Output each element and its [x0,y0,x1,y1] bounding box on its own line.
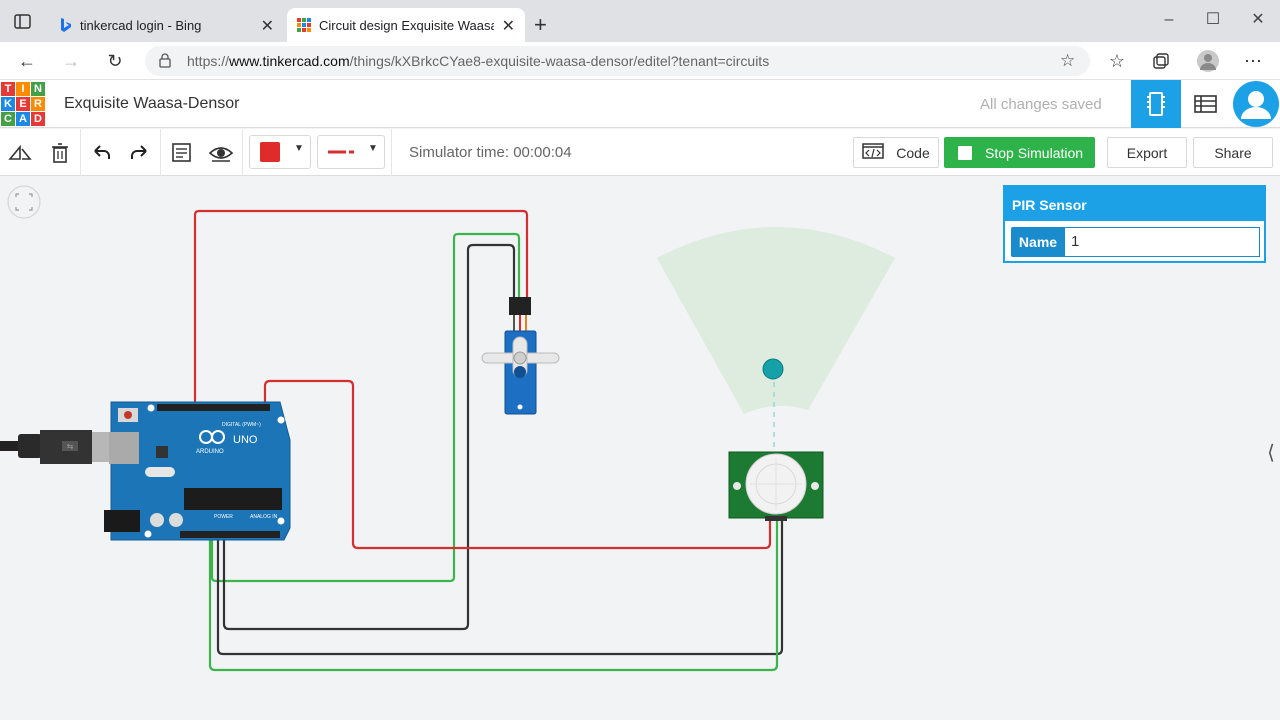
wire-black-servo-ground[interactable] [222,243,516,631]
collections-icon[interactable] [1146,48,1176,74]
maximize-icon[interactable]: ☐ [1205,11,1221,28]
wire-red-power-servo[interactable] [193,209,529,402]
close-tab-icon[interactable]: ✕ [501,18,515,35]
lock-icon[interactable] [159,53,171,73]
pir-detection-zone [657,227,895,414]
more-options-icon[interactable]: ⋯ [1244,51,1262,71]
tab-bing[interactable]: tinkercad login - Bing ✕ [48,8,284,42]
favorites-icon[interactable]: ☆ [1108,51,1126,71]
back-icon[interactable]: ← [18,51,36,71]
collapse-panel-icon[interactable]: ⟨ [1267,442,1275,464]
arduino-uno-board[interactable]: UNO ARDUINO DIGITAL (PWM~) POWER ANALOG … [104,401,291,541]
wires[interactable] [193,209,784,672]
url-text: https://www.tinkercad.com/things/kXBrkcC… [187,53,770,69]
share-button[interactable]: Share [1193,137,1273,168]
browser-tab-strip: tinkercad login - Bing ✕ Circuit design … [0,0,1280,42]
pir-sensor[interactable] [728,451,824,521]
arduino-analog-label: ANALOG IN [250,514,278,520]
chevron-down-icon: ▼ [294,143,304,154]
visibility-icon[interactable] [207,139,235,167]
name-input[interactable]: 1 [1065,227,1260,257]
arduino-uno-label: UNO [233,434,258,446]
refresh-icon[interactable]: ↻ [107,51,123,71]
wire-red-pir-signal[interactable] [263,379,772,550]
svg-text:⇆: ⇆ [67,442,74,451]
wire-black-pir-ground[interactable] [216,518,784,656]
wire-green-pir-power[interactable] [208,518,779,672]
tab-title: Circuit design Exquisite Waasa-D [319,17,494,33]
forward-icon[interactable]: → [62,51,80,71]
bing-icon [58,17,72,33]
arduino-power-label: POWER [214,514,233,520]
save-status: All changes saved [980,96,1102,113]
profile-avatar[interactable] [1197,50,1219,72]
tinkercad-favicon-icon [297,18,311,32]
properties-panel: PIR Sensor Name 1 [1003,185,1266,263]
tab-actions-icon[interactable] [14,14,32,30]
wire-color-dropdown[interactable]: ▼ [249,135,311,169]
component-list-button[interactable] [1181,80,1231,128]
stop-label: Stop Simulation [985,144,1084,161]
new-tab-icon[interactable]: + [534,12,547,37]
design-title[interactable]: Exquisite Waasa-Densor [64,95,240,112]
arduino-brand-label: ARDUINO [196,449,224,455]
servo-motor[interactable] [481,297,560,415]
simulator-time: Simulator time: 00:00:04 [409,144,572,161]
code-icon [862,143,885,162]
name-label: Name [1011,227,1065,257]
circuit-view-button[interactable] [1131,80,1181,128]
url-field[interactable]: https://www.tinkercad.com/things/kXBrkcC… [145,46,1090,76]
code-button[interactable]: Code [853,137,939,168]
editor-toolbar: ▼ ▼ Simulator time: 00:00:04 Code Stop S… [0,129,1280,176]
circuit-canvas[interactable]: ⇆ UNO ARDUINO DIGITAL (PWM~) POWER ANALO… [0,177,1280,720]
export-button[interactable]: Export [1107,137,1187,168]
stop-icon [958,145,972,160]
app-header: T I N K E R C A D Exquisite Waasa-Densor… [0,80,1280,128]
stop-simulation-button[interactable]: Stop Simulation [944,137,1095,168]
arduino-digital-label: DIGITAL (PWM~) [222,422,261,428]
pir-target-handle[interactable] [762,358,784,380]
close-window-icon[interactable]: ✕ [1251,11,1265,28]
tinkercad-logo[interactable]: T I N K E R C A D [1,82,45,126]
minimize-icon[interactable]: – [1164,11,1174,28]
notes-icon[interactable] [168,139,196,167]
wire-color-swatch [260,142,280,162]
favorite-add-icon[interactable]: ☆ [1060,51,1076,70]
fit-view-icon[interactable] [7,185,41,219]
rotate-icon[interactable] [6,139,34,167]
address-bar-row: ← → ↻ https://www.tinkercad.com/things/k… [0,42,1280,80]
usb-cable[interactable]: ⇆ [0,430,114,464]
undo-icon[interactable] [87,139,115,167]
close-tab-icon[interactable]: ✕ [260,18,274,35]
tab-title: tinkercad login - Bing [80,17,202,33]
delete-icon[interactable] [46,139,74,167]
user-avatar[interactable] [1232,80,1280,128]
tab-tinkercad[interactable]: Circuit design Exquisite Waasa-D ✕ [287,8,525,42]
wire-type-dropdown[interactable]: ▼ [317,135,385,169]
wire-green-servo-signal[interactable] [210,232,521,583]
code-label: Code [896,144,930,161]
chevron-down-icon: ▼ [368,143,378,154]
redo-icon[interactable] [126,139,154,167]
properties-header: PIR Sensor [1005,187,1264,221]
